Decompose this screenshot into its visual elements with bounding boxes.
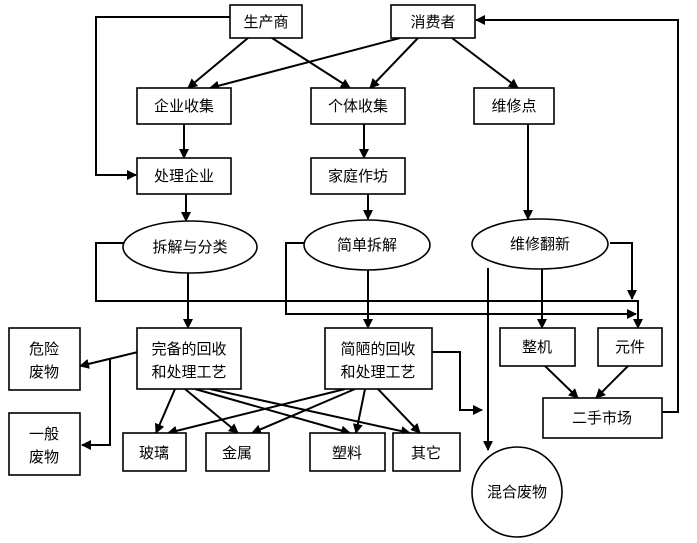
edges xyxy=(79,15,679,451)
node-components: 元件 xyxy=(597,327,663,367)
node-enterprise-collection: 企业收集 xyxy=(136,87,232,125)
node-individual-collection-label: 个体收集 xyxy=(328,97,388,115)
node-general-waste-line2: 废物 xyxy=(29,448,59,466)
edge-crude-plastic xyxy=(352,388,366,434)
node-dismantle-sort-label: 拆解与分类 xyxy=(152,238,227,256)
node-producer: 生产商 xyxy=(229,4,303,39)
node-processing-enterprise-label: 处理企业 xyxy=(154,167,214,185)
node-processing-enterprise: 处理企业 xyxy=(136,157,232,195)
edge-dismantle-sort-components xyxy=(95,242,643,329)
edge-components-market xyxy=(595,365,629,399)
node-complete-process: 完备的回收 和处理工艺 xyxy=(136,327,242,390)
node-enterprise-collection-label: 企业收集 xyxy=(154,97,214,115)
edge-consumer-enterprise-collection xyxy=(209,37,401,91)
node-mixed-waste-label: 混合废物 xyxy=(487,483,547,501)
node-plastic-label: 塑料 xyxy=(332,444,362,462)
node-whole-unit: 整机 xyxy=(499,327,576,367)
edge-crude-other xyxy=(377,388,421,434)
edge-whole-unit-market xyxy=(544,365,579,399)
node-general-waste-line1: 一般 xyxy=(29,425,59,443)
node-crude-process-line2: 和处理工艺 xyxy=(340,363,415,381)
node-mixed-waste: 混合废物 xyxy=(471,446,563,538)
node-consumer-label: 消费者 xyxy=(410,13,455,31)
edge-consumer-individual-collection xyxy=(369,37,419,89)
edge-consumer-repair-point xyxy=(451,37,519,89)
node-glass-label: 玻璃 xyxy=(139,444,169,462)
node-other-label: 其它 xyxy=(411,444,441,462)
edge-refurbish-components xyxy=(610,242,637,300)
node-repair-point-label: 维修点 xyxy=(491,97,536,115)
node-components-label: 元件 xyxy=(615,338,645,356)
edge-complete-process-general xyxy=(81,358,111,450)
node-family-workshop-label: 家庭作坊 xyxy=(328,167,388,185)
node-repair-refurbish-label: 维修翻新 xyxy=(510,235,570,253)
edge-producer-processing-enterprise xyxy=(95,16,230,180)
node-repair-point: 维修点 xyxy=(473,87,555,125)
edge-complete-other xyxy=(209,388,411,436)
edge-producer-enterprise-collection xyxy=(187,37,249,89)
node-repair-refurbish: 维修翻新 xyxy=(471,218,609,270)
node-simple-dismantle-label: 简单拆解 xyxy=(337,236,397,254)
node-glass: 玻璃 xyxy=(122,432,187,472)
node-simple-dismantle: 简单拆解 xyxy=(303,219,431,271)
node-crude-process-line1: 简陋的回收 xyxy=(340,340,415,358)
node-individual-collection: 个体收集 xyxy=(310,87,406,125)
edge-complete-plastic xyxy=(194,388,351,436)
node-metal-label: 金属 xyxy=(222,444,252,462)
node-metal: 金属 xyxy=(205,432,270,472)
node-dismantle-sort: 拆解与分类 xyxy=(122,220,258,274)
node-whole-unit-label: 整机 xyxy=(522,338,552,356)
node-second-hand-market: 二手市场 xyxy=(542,397,663,439)
node-hazardous-waste: 危险 废物 xyxy=(8,327,81,391)
node-other: 其它 xyxy=(392,432,461,472)
node-plastic: 塑料 xyxy=(309,432,386,472)
node-consumer: 消费者 xyxy=(390,4,476,39)
edge-complete-metal xyxy=(184,388,239,434)
node-family-workshop: 家庭作坊 xyxy=(310,157,406,195)
edge-crude-process-mixed-waste xyxy=(432,351,483,415)
node-complete-process-line2: 和处理工艺 xyxy=(151,363,226,381)
node-hazardous-waste-line1: 危险 xyxy=(29,340,59,358)
edge-simple-dismantle-whole-unit xyxy=(285,242,637,319)
node-producer-label: 生产商 xyxy=(243,13,288,31)
node-complete-process-line1: 完备的回收 xyxy=(151,340,226,358)
edge-market-consumer xyxy=(475,15,679,413)
nodes: 生产商 消费者 企业收集 个体收集 维修点 处理企业 家庭作坊 xyxy=(8,4,663,538)
edge-crude-metal xyxy=(251,388,356,435)
edge-complete-glass xyxy=(154,388,176,434)
node-crude-process: 简陋的回收 和处理工艺 xyxy=(324,327,433,390)
node-general-waste: 一般 废物 xyxy=(8,412,81,476)
node-second-hand-market-label: 二手市场 xyxy=(572,409,632,427)
node-hazardous-waste-line2: 废物 xyxy=(29,363,59,381)
edge-producer-individual-collection xyxy=(271,37,351,89)
edge-crude-glass xyxy=(167,388,346,436)
